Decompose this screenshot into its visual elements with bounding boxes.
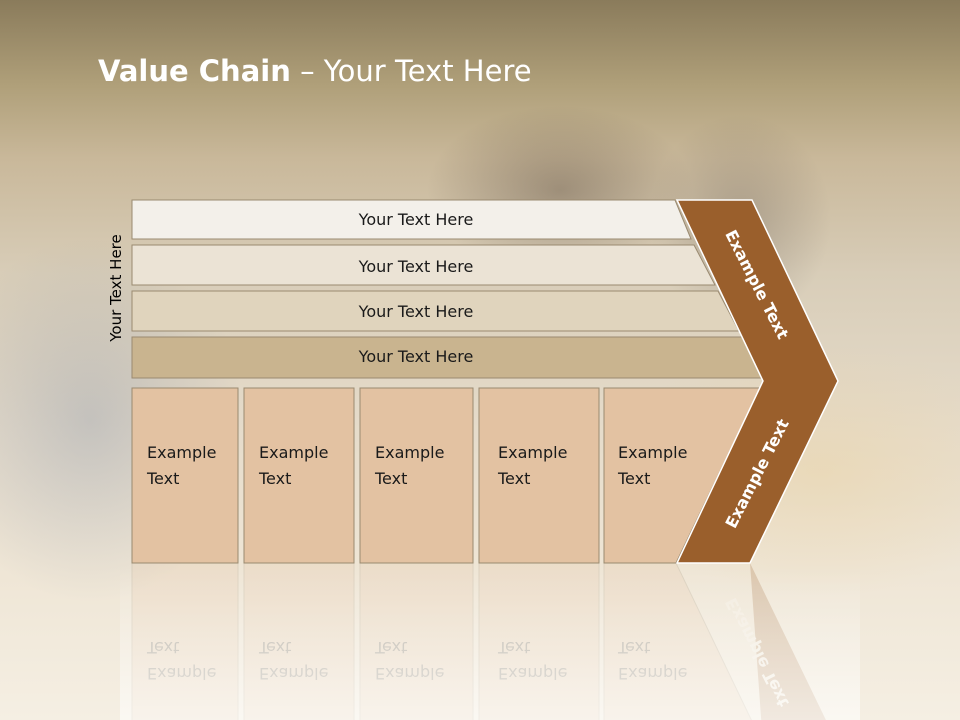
title-rest: – Your Text Here (290, 54, 532, 88)
support-row-shape (131, 244, 716, 286)
primary-box-shape (243, 387, 355, 564)
primary-box: Example Text (603, 387, 761, 564)
reflection-fade (120, 566, 860, 720)
primary-box-shape (603, 387, 761, 564)
primary-box-text-2: Text (497, 469, 530, 488)
support-rows: Your Text Here Your Text Here Your Text … (131, 199, 764, 379)
primary-box-text-2: Text (374, 469, 407, 488)
support-row: Your Text Here (131, 336, 764, 379)
slide-title: Value Chain – Your Text Here (98, 54, 532, 88)
support-row-text: Your Text Here (358, 210, 474, 229)
primary-box-text-1: Example (259, 443, 328, 462)
primary-box-text-1: Example (618, 443, 687, 462)
primary-box-text-1: Example (498, 443, 567, 462)
primary-box-shape (131, 387, 239, 564)
primary-box-text-2: Text (617, 469, 650, 488)
primary-box-text-2: Text (258, 469, 291, 488)
support-row-text: Your Text Here (358, 257, 474, 276)
primary-box: Example Text (359, 387, 474, 564)
support-row: Your Text Here (131, 290, 740, 332)
primary-box-text-1: Example (147, 443, 216, 462)
support-row-shape (131, 199, 692, 240)
margin-chevron-shape (675, 199, 839, 564)
primary-box-text-2: Text (146, 469, 179, 488)
primary-box-text-1: Example (375, 443, 444, 462)
support-row-text: Your Text Here (358, 347, 474, 366)
title-bold: Value Chain (98, 54, 291, 88)
support-row-text: Your Text Here (358, 302, 474, 321)
primary-box-shape (359, 387, 474, 564)
primary-box: Example Text (478, 387, 600, 564)
primary-box: Example Text (131, 387, 239, 564)
support-row: Your Text Here (131, 199, 692, 240)
primary-boxes: Example Text Example Text Example Text E… (131, 387, 761, 564)
primary-box: Example Text (243, 387, 355, 564)
primary-box-shape (478, 387, 600, 564)
support-row: Your Text Here (131, 244, 716, 286)
